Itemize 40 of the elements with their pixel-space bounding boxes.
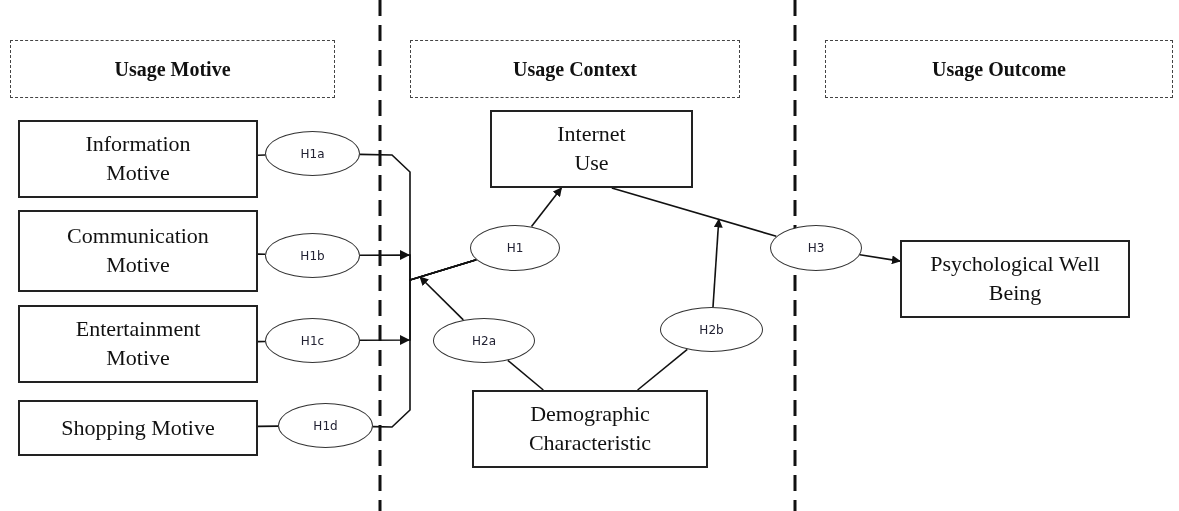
hypothesis-label: H1b bbox=[300, 248, 325, 263]
section-header-box bbox=[10, 40, 335, 98]
arrow bbox=[419, 276, 465, 321]
section-header-box bbox=[410, 40, 740, 98]
variable-label: Demographic Characteristic bbox=[527, 400, 653, 457]
variable-label: Communication Motive bbox=[66, 222, 210, 279]
connector-line bbox=[636, 348, 689, 391]
variable-box bbox=[18, 305, 258, 383]
variable-label: Entertainment Motive bbox=[74, 315, 202, 372]
hypothesis-label: H1d bbox=[313, 418, 338, 433]
hypothesis-label: H3 bbox=[807, 241, 825, 255]
connector-line bbox=[611, 187, 778, 238]
arrow bbox=[712, 218, 723, 308]
connector-line bbox=[507, 359, 545, 391]
connector-line bbox=[257, 253, 266, 256]
section-title: Usage Motive bbox=[114, 57, 231, 81]
variable-box bbox=[18, 400, 258, 456]
variable-box bbox=[18, 120, 258, 198]
arrow bbox=[859, 254, 901, 265]
hypothesis-ellipse bbox=[770, 225, 862, 271]
hypothesis-label: H1c bbox=[300, 333, 325, 348]
variable-label: Information Motive bbox=[84, 130, 192, 187]
hypothesis-ellipse bbox=[470, 225, 560, 271]
variable-box bbox=[490, 110, 693, 188]
variable-box bbox=[472, 390, 708, 468]
connector-line bbox=[257, 425, 279, 428]
variable-label: Psychological Well Being bbox=[929, 250, 1101, 307]
hypothesis-label: H1 bbox=[506, 241, 524, 255]
variable-label: Internet Use bbox=[556, 120, 627, 177]
section-title: Usage Context bbox=[513, 57, 637, 81]
hypothesis-label: H2b bbox=[699, 322, 724, 337]
connector-line bbox=[372, 259, 478, 428]
connector-line bbox=[257, 154, 266, 156]
hypothesis-label: H1a bbox=[300, 146, 325, 161]
variable-label: Shopping Motive bbox=[61, 413, 215, 442]
section-title: Usage Outcome bbox=[932, 57, 1066, 81]
section-header-box bbox=[825, 40, 1173, 98]
variable-box bbox=[900, 240, 1130, 318]
hypothesis-label: H2a bbox=[472, 333, 496, 348]
variable-box bbox=[18, 210, 258, 292]
